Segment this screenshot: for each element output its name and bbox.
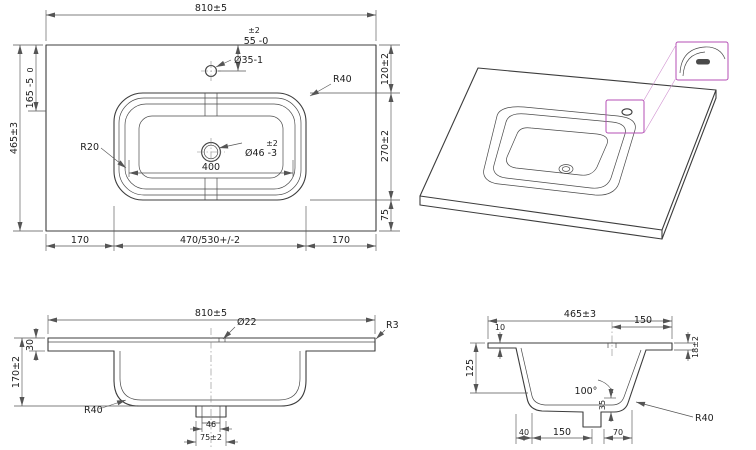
dim-back-offset: 165 -5 xyxy=(25,78,36,109)
dim-bowl-depth: 270±2 xyxy=(380,130,391,162)
basin-wall-top xyxy=(124,103,296,190)
plan-view: 810±5 ±2 55 -0 Ø35-1 465±3 0 165 -5 xyxy=(9,3,400,251)
dim-side-bowl-radius: R40 xyxy=(695,413,714,424)
overflow-slot-detail xyxy=(696,59,710,65)
iso-basin-bottom xyxy=(506,127,608,176)
detail-callout-zoom-box xyxy=(675,41,729,81)
front-bowl-inner xyxy=(119,351,301,401)
dim-front-overall-width: 810±5 xyxy=(195,308,227,319)
side-bowl-front-wall xyxy=(600,349,647,413)
side-view: 465±3 10 125 150 18±2 100° 35 xyxy=(465,309,714,444)
front-bowl-outer xyxy=(113,350,307,407)
dim-edge-radius: R3 xyxy=(386,320,399,331)
dim-front-bowl-radius: R40 xyxy=(84,405,103,416)
dim-plan-overall-width: 810±5 xyxy=(195,3,227,14)
dim-wall-angle: 100° xyxy=(575,386,598,397)
dim-faucet-from-front: 150 xyxy=(634,315,652,326)
dim-plan-overall-depth: 465±3 xyxy=(9,122,20,154)
dim-side-overall-depth: 465±3 xyxy=(564,309,596,320)
iso-top-surface xyxy=(419,67,717,231)
dim-back-to-bowl: 120±2 xyxy=(380,53,391,85)
plan-object xyxy=(45,44,377,232)
dim-front-edge-height: 18±2 xyxy=(691,336,700,358)
side-bowl-back-wall xyxy=(515,347,584,413)
dim-bowl-corner-radius: R20 xyxy=(80,142,99,153)
iso-faucet-hole xyxy=(621,108,633,116)
isometric-view xyxy=(419,41,729,240)
detail-callout-source-box xyxy=(605,99,645,134)
dim-bowl-bottom-width: 400 xyxy=(202,162,220,173)
dim-faucet-hole-dia: Ø35-1 xyxy=(234,55,263,66)
front-object xyxy=(47,328,376,448)
dim-deck-thickness: 30 xyxy=(25,339,36,351)
dim-back-edge-height: 10 xyxy=(495,323,505,332)
basin-bottom xyxy=(138,115,284,179)
side-dimensions: 465±3 10 125 150 18±2 100° 35 xyxy=(465,309,714,444)
dim-front-overall-height: 170±2 xyxy=(11,356,22,388)
dim-faucet-offset-tol: ±2 xyxy=(248,26,260,35)
dim-side-margin-right: 170 xyxy=(332,235,350,246)
dim-drain-height: 35 xyxy=(598,400,607,410)
side-object xyxy=(487,322,673,428)
iso-drain-hole xyxy=(558,164,574,174)
dim-side-margin-left: 170 xyxy=(71,235,89,246)
dim-bottom-drain-offset: 150 xyxy=(553,427,571,438)
dim-bowl-to-front: 75 xyxy=(380,209,391,221)
dim-faucet-offset: 55 -0 xyxy=(244,36,269,47)
basin-rim-inner xyxy=(118,97,302,196)
dim-back-offset-tol: 0 xyxy=(26,67,35,72)
drain-hole-inner xyxy=(203,144,219,160)
dim-bottom-back-offset: 40 xyxy=(519,428,529,437)
dim-bowl-inner-depth: 125 xyxy=(465,359,476,377)
dim-hole-dia: Ø22 xyxy=(237,317,257,328)
front-dimensions: 810±5 Ø22 R3 30 170±2 R40 46 75±2 xyxy=(11,308,399,446)
dim-deck-corner-radius: R40 xyxy=(333,74,352,85)
dim-drain-dia-tol: ±2 xyxy=(266,139,278,148)
dim-drain-outer-width: 75±2 xyxy=(200,433,222,442)
countertop-outline xyxy=(45,44,377,232)
dim-bowl-width: 470/530+/-2 xyxy=(180,235,240,246)
basin-rim-outer xyxy=(113,92,307,201)
iso-basin-wall xyxy=(493,113,626,189)
iso-basin-rim xyxy=(483,106,636,196)
front-view: 810±5 Ø22 R3 30 170±2 R40 46 75±2 xyxy=(11,308,399,448)
side-bowl-inner-wall xyxy=(520,347,642,406)
dim-drain-inner-width: 46 xyxy=(206,420,216,429)
dim-drain-dia: Ø46 -3 xyxy=(245,148,277,159)
front-drain-stub-outer xyxy=(195,405,227,418)
plan-dimensions: 810±5 ±2 55 -0 Ø35-1 465±3 0 165 -5 xyxy=(9,3,400,251)
side-drain-stub xyxy=(582,411,602,428)
dim-bottom-front-offset: 70 xyxy=(613,428,623,437)
